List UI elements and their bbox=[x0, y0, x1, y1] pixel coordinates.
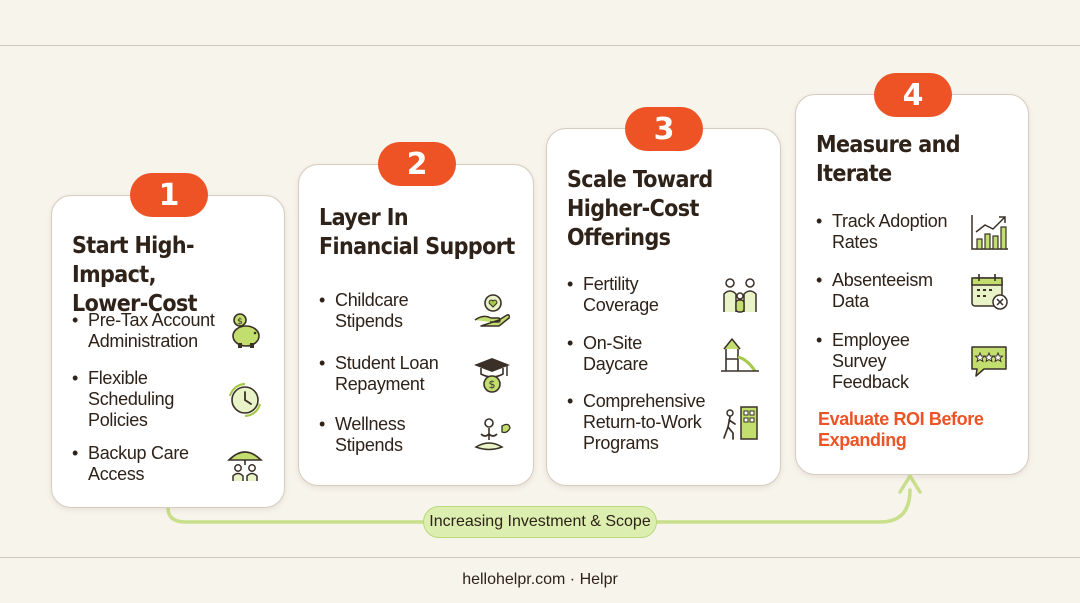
bullet: • bbox=[816, 330, 823, 350]
calendar-x-icon bbox=[968, 270, 1010, 312]
list-item: • Backup Care Access bbox=[72, 443, 266, 485]
list-item: • Wellness Stipends bbox=[319, 414, 513, 456]
list-item: • Comprehensive Return-to-Work Programs bbox=[567, 391, 761, 454]
list-item: • Employee Survey Feedback bbox=[816, 330, 1010, 393]
list-item: • Flexible Scheduling Policies bbox=[72, 368, 266, 431]
svg-text:$: $ bbox=[237, 317, 243, 327]
graduation-cap-coin-icon: $ bbox=[471, 353, 513, 395]
list-item: • Pre-Tax Account Administration $ bbox=[72, 310, 266, 352]
item-label: Comprehensive Return-to-Work Programs bbox=[583, 391, 706, 453]
item-label: Pre-Tax Account Administration bbox=[88, 310, 215, 351]
item-label: Track Adoption Rates bbox=[832, 211, 948, 252]
footer-credit: hellohelpr.com · Helpr bbox=[462, 571, 618, 588]
bullet: • bbox=[319, 414, 326, 434]
bullet: • bbox=[319, 353, 326, 373]
step-title: Measure and Iterate bbox=[816, 132, 961, 187]
item-label: On-Site Daycare bbox=[583, 333, 648, 374]
bullet: • bbox=[72, 310, 79, 330]
playground-icon bbox=[719, 333, 761, 375]
umbrella-family-icon bbox=[224, 443, 266, 485]
progress-label: Increasing Investment & Scope bbox=[423, 506, 657, 538]
walk-to-office-icon bbox=[719, 402, 761, 444]
list-item: • Absenteeism Data bbox=[816, 270, 1010, 312]
bullet: • bbox=[816, 270, 823, 290]
bullet: • bbox=[567, 391, 574, 411]
bullet: • bbox=[816, 211, 823, 231]
list-item: • Student Loan Repayment $ bbox=[319, 353, 513, 395]
item-label: Employee Survey Feedback bbox=[832, 330, 910, 392]
family-icon bbox=[719, 274, 761, 316]
clock-cycle-icon bbox=[224, 379, 266, 421]
step-title: Scale Toward Higher-Cost Offerings bbox=[567, 167, 713, 251]
item-label: Flexible Scheduling Policies bbox=[88, 368, 175, 430]
item-label: Fertility Coverage bbox=[583, 274, 659, 315]
rating-bubble-icon bbox=[968, 341, 1010, 383]
step-number-badge: 1 bbox=[130, 173, 208, 217]
step-number-badge: 3 bbox=[625, 107, 703, 151]
step-number-badge: 4 bbox=[874, 73, 952, 117]
item-label: Backup Care Access bbox=[88, 443, 189, 484]
bullet: • bbox=[567, 274, 574, 294]
piggy-bank-icon: $ bbox=[224, 310, 266, 352]
step-title: Layer In Financial Support bbox=[319, 205, 515, 260]
item-label: Student Loan Repayment bbox=[335, 353, 439, 394]
hand-heart-icon bbox=[471, 290, 513, 332]
svg-text:$: $ bbox=[489, 378, 496, 391]
list-item: • On-Site Daycare bbox=[567, 333, 761, 375]
bullet: • bbox=[72, 443, 79, 463]
bullet: • bbox=[567, 333, 574, 353]
step-card-2: 2 Layer In Financial Support • Childcare… bbox=[298, 142, 534, 486]
step-title: Start High-Impact, Lower-Cost bbox=[72, 233, 198, 317]
item-label: Childcare Stipends bbox=[335, 290, 409, 331]
top-divider bbox=[0, 45, 1080, 46]
list-item: • Track Adoption Rates bbox=[816, 211, 1010, 253]
step-card-4: 4 Measure and Iterate • Track Adoption R… bbox=[795, 73, 1029, 475]
step-card-1: 1 Start High-Impact, Lower-Cost • Pre-Ta… bbox=[51, 173, 285, 508]
item-label: Wellness Stipends bbox=[335, 414, 406, 455]
item-label: Absenteeism Data bbox=[832, 270, 933, 311]
step-number-badge: 2 bbox=[378, 142, 456, 186]
step-card-3: 3 Scale Toward Higher-Cost Offerings • F… bbox=[546, 107, 781, 486]
meditation-icon bbox=[471, 414, 513, 456]
bar-chart-icon bbox=[968, 211, 1010, 253]
bullet: • bbox=[319, 290, 326, 310]
list-item: • Fertility Coverage bbox=[567, 274, 761, 316]
bottom-divider bbox=[0, 557, 1080, 558]
bullet: • bbox=[72, 368, 79, 388]
evaluate-roi-note: Evaluate ROI Before Expanding bbox=[818, 409, 984, 450]
list-item: • Childcare Stipends bbox=[319, 290, 513, 332]
